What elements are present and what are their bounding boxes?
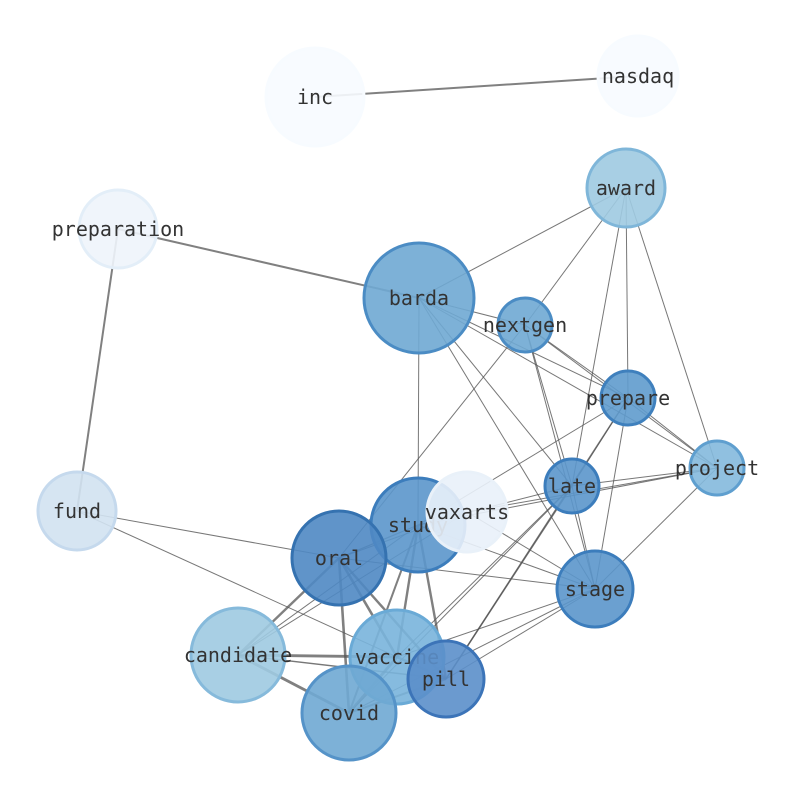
node-label-fund: fund — [53, 499, 101, 523]
node-label-award: award — [596, 176, 656, 200]
edge-award-project — [625, 187, 718, 469]
edge-barda-project — [418, 297, 718, 469]
edge-inc-nasdaq — [314, 75, 639, 98]
edge-preparation-fund — [76, 228, 119, 512]
node-fund: fund — [36, 470, 118, 552]
node-stage: stage — [555, 549, 635, 629]
node-award: award — [585, 147, 667, 229]
node-label-preparation: preparation — [52, 217, 184, 241]
node-circle-late — [543, 457, 601, 515]
node-circle-stage — [555, 549, 635, 629]
node-circle-oral — [290, 509, 388, 607]
node-label-oral: oral — [315, 546, 363, 570]
node-circle-fund — [36, 470, 118, 552]
node-circle-pill — [406, 639, 486, 719]
node-barda: barda — [362, 241, 476, 355]
node-pill: pill — [406, 639, 486, 719]
node-label-inc: inc — [297, 85, 333, 109]
node-label-covid: covid — [319, 701, 379, 725]
node-label-pill: pill — [422, 667, 470, 691]
node-nextgen: nextgen — [483, 296, 567, 354]
node-label-stage: stage — [565, 577, 625, 601]
node-prepare: prepare — [586, 369, 670, 427]
node-label-prepare: prepare — [586, 386, 670, 410]
node-circle-nextgen — [496, 296, 554, 354]
edge-nextgen-stage — [524, 324, 596, 590]
node-label-project: project — [675, 456, 759, 480]
node-covid: covid — [300, 664, 398, 762]
node-circle-project — [688, 439, 746, 497]
edge-barda-stage — [418, 297, 596, 590]
node-label-late: late — [548, 474, 596, 498]
node-layer: inc nasdaq award preparation barda nextgen pre… — [36, 34, 759, 762]
node-circle-inc — [264, 46, 366, 148]
node-late: late — [543, 457, 601, 515]
node-label-vaxarts: vaxarts — [425, 500, 509, 524]
node-oral: oral — [290, 509, 388, 607]
node-preparation: preparation — [52, 188, 184, 270]
node-circle-barda — [362, 241, 476, 355]
node-label-nextgen: nextgen — [483, 313, 567, 337]
node-circle-preparation — [77, 188, 159, 270]
node-nasdaq: nasdaq — [596, 34, 680, 118]
node-project: project — [675, 439, 759, 497]
node-label-nasdaq: nasdaq — [602, 64, 674, 88]
node-label-barda: barda — [389, 286, 449, 310]
node-label-candidate: candidate — [184, 643, 292, 667]
node-circle-vaxarts — [425, 470, 509, 554]
node-candidate: candidate — [184, 606, 292, 704]
node-inc: inc — [264, 46, 366, 148]
node-circle-candidate — [189, 606, 287, 704]
node-circle-nasdaq — [596, 34, 680, 118]
edge-award-late — [571, 187, 627, 487]
node-vaxarts: vaxarts — [425, 470, 509, 554]
node-circle-covid — [300, 664, 398, 762]
node-circle-award — [585, 147, 667, 229]
node-circle-prepare — [599, 369, 657, 427]
